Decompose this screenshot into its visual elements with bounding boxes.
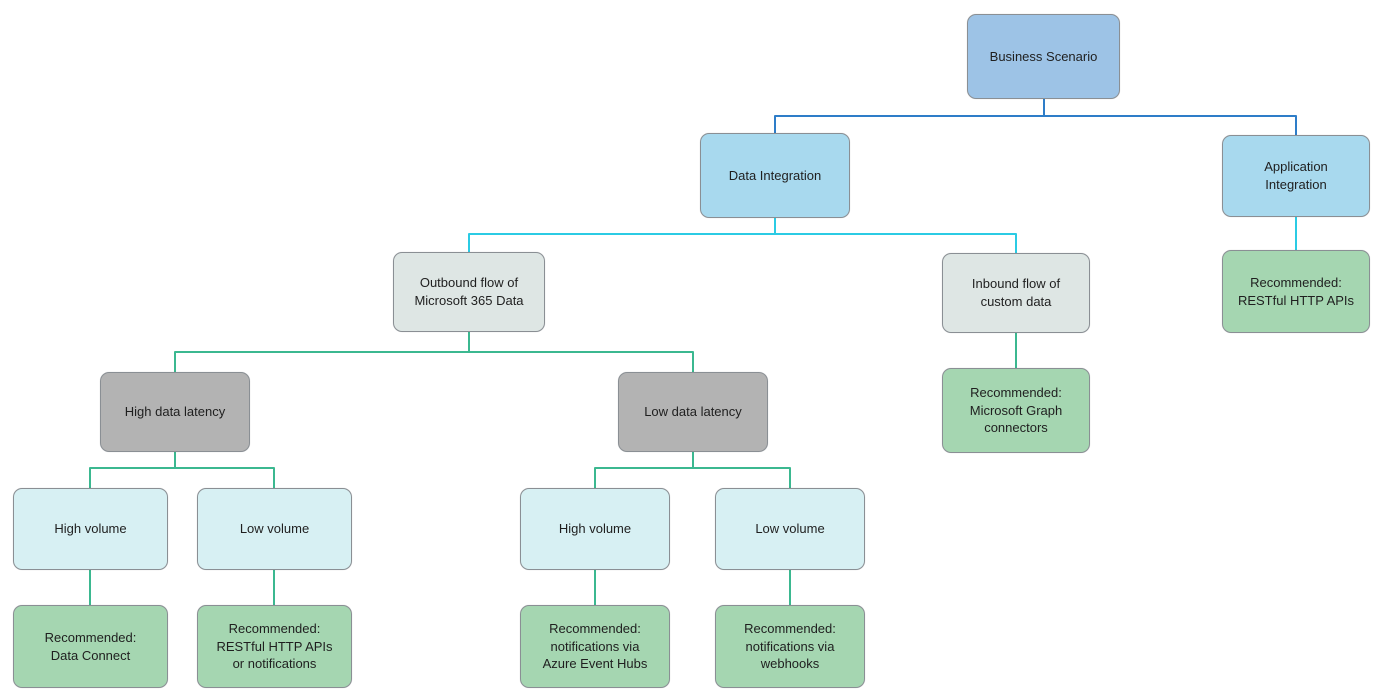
node-recommended-graph-connectors: Recommended: Microsoft Graph connectors — [942, 368, 1090, 453]
node-recommended-data-connect: Recommended: Data Connect — [13, 605, 168, 688]
node-recommended-webhooks: Recommended: notifications via webhooks — [715, 605, 865, 688]
edge-low-latency-to-low-volume — [692, 452, 791, 488]
edge-business-to-application-integration — [1043, 99, 1297, 135]
edge-data-to-outbound — [468, 218, 776, 252]
node-low-volume-high-latency: Low volume — [197, 488, 352, 570]
edge-low-latency-to-high-volume — [594, 452, 694, 488]
node-recommended-restful-or-notifications: Recommended: RESTful HTTP APIs or notifi… — [197, 605, 352, 688]
node-recommended-azure-event-hubs: Recommended: notifications via Azure Eve… — [520, 605, 670, 688]
edge-outbound-to-high-latency — [174, 332, 470, 372]
node-high-volume-high-latency: High volume — [13, 488, 168, 570]
node-high-volume-low-latency: High volume — [520, 488, 670, 570]
node-application-integration: Application Integration — [1222, 135, 1370, 217]
node-data-integration: Data Integration — [700, 133, 850, 218]
node-inbound-flow: Inbound flow of custom data — [942, 253, 1090, 333]
node-low-data-latency: Low data latency — [618, 372, 768, 452]
node-outbound-flow: Outbound flow of Microsoft 365 Data — [393, 252, 545, 332]
edge-high-latency-to-low-volume — [174, 452, 275, 488]
node-business-scenario: Business Scenario — [967, 14, 1120, 99]
edge-outbound-to-low-latency — [468, 332, 694, 372]
node-low-volume-low-latency: Low volume — [715, 488, 865, 570]
edge-data-to-inbound — [774, 218, 1017, 253]
node-recommended-restful-http-apis: Recommended: RESTful HTTP APIs — [1222, 250, 1370, 333]
edge-business-to-data-integration — [774, 99, 1045, 133]
edge-high-latency-to-high-volume — [89, 452, 176, 488]
node-high-data-latency: High data latency — [100, 372, 250, 452]
